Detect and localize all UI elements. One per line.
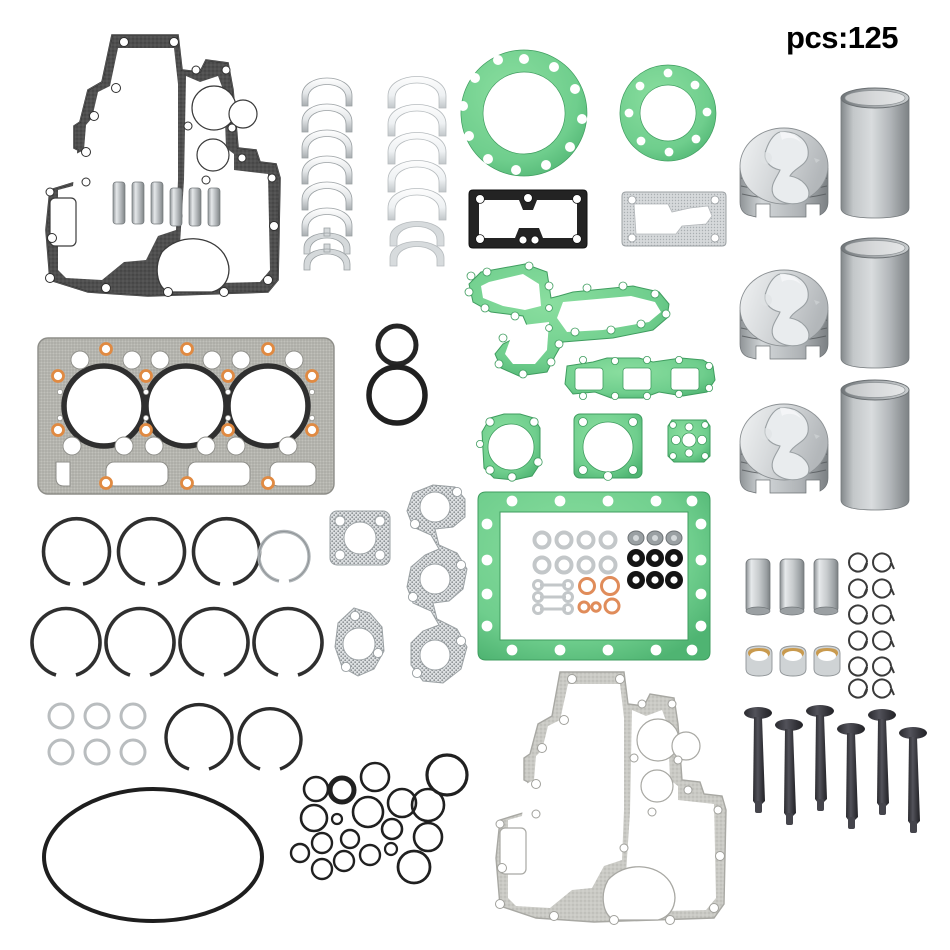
timing-cover-gasket-light (484, 668, 734, 928)
o-ring-cluster (289, 753, 469, 885)
green-ring-gasket-large (458, 48, 589, 178)
cylinder-liner-1 (838, 86, 914, 222)
green-ring-gasket-small (618, 63, 718, 163)
piston-3 (736, 392, 832, 498)
piston-pins-group (744, 556, 842, 618)
snap-ring-right (236, 705, 306, 773)
bearing-shells-group (300, 62, 455, 277)
bronze-bushings-group (744, 643, 844, 679)
green-small-gasket-center (570, 410, 646, 482)
small-hardware-group (532, 529, 683, 615)
piston-1 (736, 116, 832, 222)
piston-rings-row-1 (30, 515, 320, 590)
green-small-gasket-left (474, 412, 550, 482)
piston-2 (736, 258, 832, 364)
gray-rect-gasket (620, 190, 728, 248)
exhaust-manifold-gasket (405, 483, 471, 688)
black-rect-gasket (467, 188, 589, 250)
cylinder-liner-2 (838, 236, 914, 372)
timing-cover-gasket-dark (28, 30, 293, 305)
green-small-gasket-right (664, 416, 714, 466)
exhaust-gasket-square (327, 508, 393, 568)
c-clips-group (848, 548, 917, 699)
water-pump-gasket (463, 258, 693, 379)
o-ring-medium-small (374, 322, 420, 368)
big-oval-o-ring (38, 785, 268, 925)
intake-manifold-gasket (563, 352, 717, 406)
snap-ring-left (164, 700, 235, 772)
cylinder-liner-3 (838, 378, 914, 514)
oil-pan-gasket (476, 490, 712, 662)
piston-rings-row-2 (28, 603, 324, 681)
pieces-count-badge: pcs:125 (786, 20, 898, 55)
valves-group (742, 705, 942, 833)
valve-guides-group (112, 181, 222, 229)
head-gasket (36, 336, 336, 496)
exhaust-gasket-oval (330, 605, 390, 679)
o-ring-medium-large (364, 362, 430, 428)
small-retaining-rings (45, 700, 155, 770)
